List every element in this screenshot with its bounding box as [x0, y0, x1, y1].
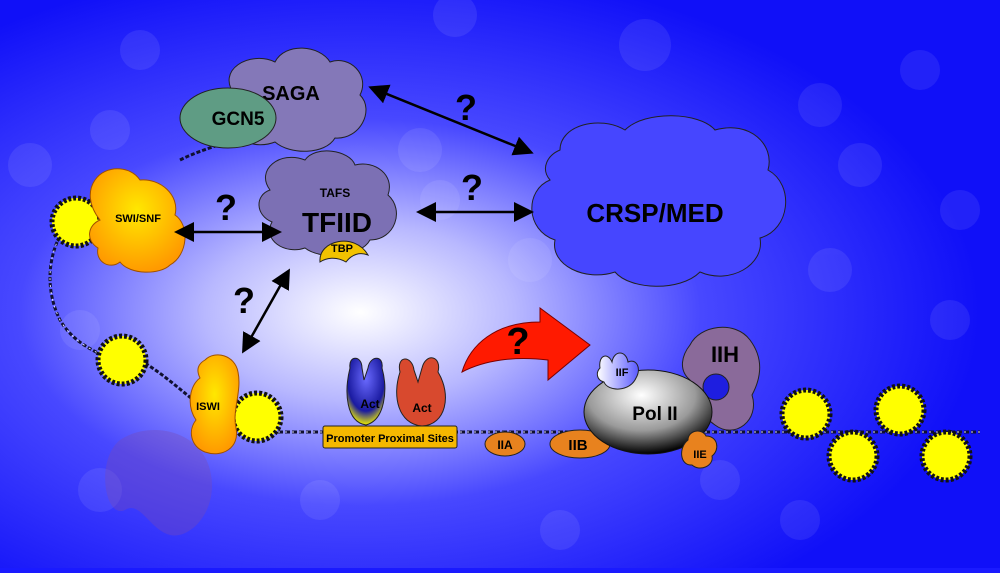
- nucleosomes: [49, 195, 973, 483]
- promoter-box: [322, 425, 458, 449]
- iif-label: IIF: [616, 367, 629, 379]
- gtf-iia: IIA: [484, 431, 526, 457]
- iswi-label: ISWI: [196, 401, 220, 413]
- interaction-arrows: [174, 84, 534, 354]
- swisnf-complex: SWI/SNF: [89, 168, 186, 273]
- iif-shape: [596, 352, 639, 390]
- saga-complex: SAGA GCN5: [179, 47, 367, 152]
- tfiid-complex: TAFS TFIID TBP: [258, 150, 397, 263]
- gtf-iib: IIB: [549, 429, 611, 459]
- tbp-shape: [319, 240, 370, 263]
- tfiid-label: TFIID: [302, 207, 372, 238]
- iie-label: IIE: [693, 449, 706, 461]
- nucleosome: [919, 429, 973, 483]
- question-mark: ?: [461, 167, 483, 208]
- swisnf-shape: [89, 168, 186, 273]
- gcn5-ellipse: [179, 87, 277, 149]
- iie-shape: [681, 430, 718, 469]
- gcn5-label: GCN5: [212, 109, 265, 130]
- question-mark: ?: [233, 280, 255, 321]
- tafs-label: TAFS: [320, 186, 350, 200]
- nucleosome: [779, 387, 833, 441]
- nucleosome: [826, 429, 880, 483]
- iih-hole: [702, 373, 730, 401]
- question-mark: ?: [455, 87, 477, 128]
- crsp-label: CRSP/MED: [586, 198, 723, 228]
- tbp-label: TBP: [331, 243, 353, 255]
- pol2-label: Pol II: [632, 404, 677, 425]
- iswi-complex: ISWI: [189, 354, 240, 455]
- nucleosome: [873, 383, 927, 437]
- iswi-shape: [189, 354, 240, 455]
- pol2-shape: [583, 369, 713, 455]
- tfiid-cloud: [258, 150, 397, 257]
- arrow-iswi-tfiid: [242, 268, 290, 354]
- act-label-1: Act: [360, 397, 379, 411]
- promoter-region: Promoter Proximal Sites Act Act: [322, 357, 458, 449]
- saga-label: SAGA: [262, 83, 320, 105]
- pol2-complex: Pol II IIF IIE: [583, 352, 718, 469]
- arrow-saga-crsp: [368, 84, 534, 156]
- nucleosome: [95, 333, 149, 387]
- question-mark: ?: [215, 187, 237, 228]
- red-activation-arrow: [461, 307, 591, 382]
- ghost-remodeler: [105, 430, 212, 536]
- crsp-cloud: [531, 115, 787, 287]
- nucleosome: [230, 390, 284, 444]
- question-marks: ? ? ? ? ?: [215, 87, 530, 363]
- iib-label: IIB: [568, 437, 587, 454]
- promoter-label: Promoter Proximal Sites: [326, 433, 454, 445]
- question-mark: ?: [506, 321, 529, 363]
- iia-label: IIA: [497, 438, 513, 452]
- iih-label: IIH: [711, 342, 739, 367]
- swisnf-label: SWI/SNF: [115, 213, 161, 225]
- act-label-2: Act: [412, 401, 431, 415]
- activator-blue: [346, 357, 386, 426]
- iia-shape: [484, 431, 526, 457]
- activator-red: [396, 357, 446, 427]
- crsp-med-complex: CRSP/MED: [531, 115, 787, 287]
